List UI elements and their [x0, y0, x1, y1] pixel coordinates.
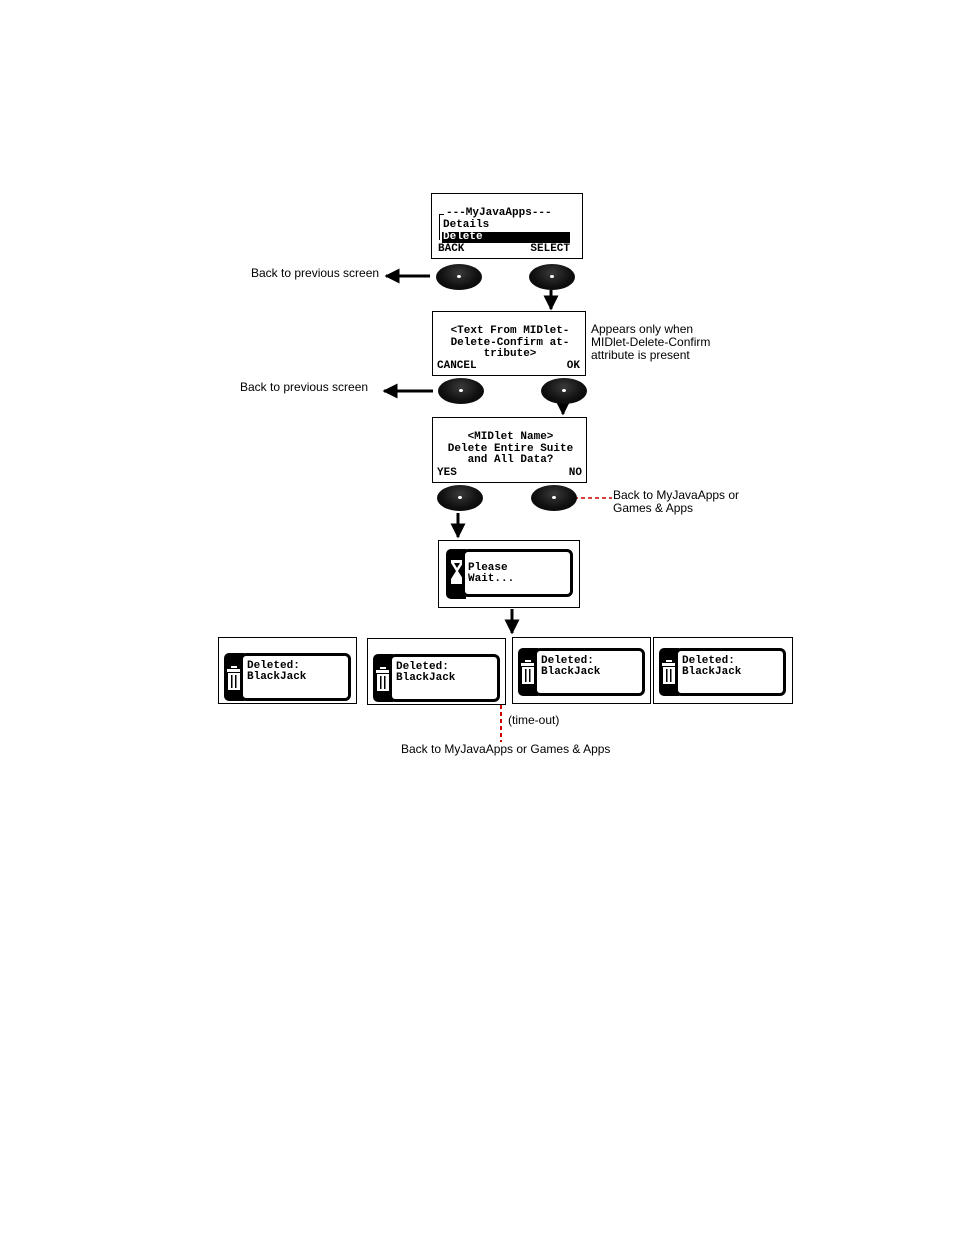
label-final-back: Back to MyJavaApps or Games & Apps — [401, 742, 611, 756]
screen-delete-confirm-text: <Text From MIDlet- Delete-Confirm at- tr… — [432, 311, 586, 376]
deleted-frame-1: Deleted: BlackJack — [218, 637, 357, 704]
screen-please-wait: Please Wait... — [438, 540, 580, 608]
confirm-text-line3: tribute> — [483, 348, 537, 360]
confirm-text-line1: <Text From MIDlet- — [450, 325, 570, 337]
frame1-line2: BlackJack — [247, 671, 307, 683]
softkey-ok[interactable]: OK — [566, 360, 580, 372]
confirm-text-line2: Delete-Confirm at- — [450, 337, 570, 349]
suite-confirm-line2: Delete Entire Suite — [447, 443, 574, 455]
label-no-back-line1: Back to MyJavaApps or — [613, 488, 740, 502]
menu-item-details[interactable]: Details — [443, 219, 490, 231]
frame3-line1: Deleted: — [541, 655, 594, 667]
deleted-frame-4: Deleted: BlackJack — [653, 637, 793, 704]
screen-myjavaapps-menu: ---MyJavaApps--- Details Delete BACK SEL… — [431, 193, 583, 259]
right-softkey-button-3[interactable] — [531, 485, 577, 511]
wait-line1: Please — [468, 562, 508, 574]
left-softkey-button-2[interactable] — [438, 378, 484, 404]
deleted-frame-2: Deleted: BlackJack — [367, 638, 506, 705]
label-back-previous-1: Back to previous screen — [251, 266, 380, 280]
frame1-message-box: Deleted: BlackJack — [240, 653, 351, 701]
trash-can-icon — [227, 666, 241, 690]
softkey-no[interactable]: NO — [568, 467, 582, 479]
label-appears-line3: attribute is present — [591, 348, 690, 362]
frame3-line2: BlackJack — [541, 666, 601, 678]
suite-confirm-line1: <MIDlet Name> — [467, 431, 554, 443]
label-back-previous-2: Back to previous screen — [240, 380, 369, 394]
frame2-line1: Deleted: — [396, 661, 449, 673]
softkey-yes[interactable]: YES — [437, 467, 457, 479]
right-softkey-button-2[interactable] — [541, 378, 587, 404]
suite-confirm-line3: and All Data? — [467, 454, 554, 466]
trash-can-icon — [662, 660, 676, 684]
frame4-message-box: Deleted: BlackJack — [675, 648, 786, 696]
softkey-select[interactable]: SELECT — [530, 243, 570, 255]
softkey-back[interactable]: BACK — [438, 243, 465, 255]
menu-item-delete: Delete — [443, 231, 483, 243]
frame3-message-box: Deleted: BlackJack — [534, 648, 645, 696]
menu-title: ---MyJavaApps--- — [446, 207, 552, 219]
menu-bracket-top — [439, 214, 444, 215]
hourglass-icon — [451, 560, 463, 584]
label-timeout: (time-out) — [508, 713, 560, 727]
left-softkey-button-1[interactable] — [436, 264, 482, 290]
deleted-frame-3: Deleted: BlackJack — [512, 637, 651, 704]
frame2-message-box: Deleted: BlackJack — [389, 654, 500, 702]
screen-delete-suite-confirm: <MIDlet Name> Delete Entire Suite and Al… — [432, 417, 587, 483]
wait-message-box: Please Wait... — [462, 549, 573, 597]
wait-line2: Wait... — [468, 573, 515, 585]
frame2-line2: BlackJack — [396, 672, 456, 684]
trash-can-icon — [521, 660, 535, 684]
menu-bracket — [439, 214, 440, 240]
frame4-line1: Deleted: — [682, 655, 735, 667]
right-softkey-button-1[interactable] — [529, 264, 575, 290]
label-appears-line2: MIDlet-Delete-Confirm — [591, 335, 711, 349]
trash-can-icon — [376, 667, 390, 691]
frame1-line1: Deleted: — [247, 660, 300, 672]
softkey-cancel[interactable]: CANCEL — [437, 360, 477, 372]
left-softkey-button-3[interactable] — [437, 485, 483, 511]
label-appears-line1: Appears only when — [591, 322, 694, 336]
menu-item-delete-highlight[interactable]: Delete — [442, 231, 570, 243]
label-no-back-line2: Games & Apps — [613, 501, 694, 515]
frame4-line2: BlackJack — [682, 666, 742, 678]
